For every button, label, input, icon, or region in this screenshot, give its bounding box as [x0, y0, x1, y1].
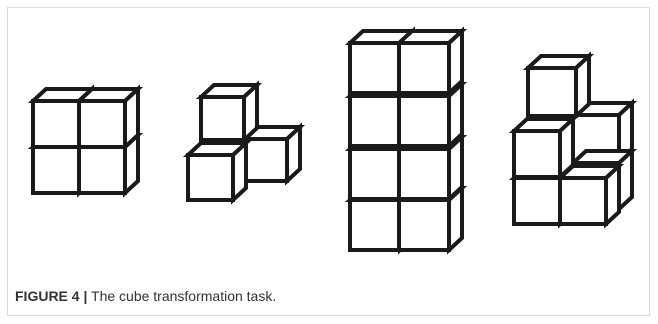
- cube-front-face: [31, 99, 81, 149]
- cube-figure-stepped-stack: [508, 51, 638, 229]
- cube-figure-tall-tower: [344, 26, 468, 255]
- figure-caption: FIGURE 4 | The cube transformation task.: [15, 288, 276, 304]
- cube-front-face: [397, 198, 451, 252]
- cube-figure-l-shape: [182, 80, 306, 205]
- cube-front-face: [348, 147, 402, 201]
- cube-front-face: [243, 137, 289, 183]
- cube-front-face: [31, 145, 81, 195]
- cube-front-face: [348, 198, 402, 252]
- cube-front-face: [77, 99, 127, 149]
- cube-front-face: [77, 145, 127, 195]
- cube-figure-2x2-block: [27, 84, 144, 198]
- figure-label: FIGURE 4 |: [15, 288, 88, 304]
- cube-front-face: [558, 176, 608, 226]
- cube-front-face: [199, 95, 246, 142]
- cube-front-face: [397, 41, 451, 95]
- cube-front-face: [397, 94, 451, 148]
- cube-front-face: [348, 94, 402, 148]
- cube-front-face: [186, 153, 235, 202]
- cube-front-face: [512, 176, 562, 226]
- figure-caption-text: The cube transformation task.: [91, 288, 277, 304]
- cube-front-face: [397, 147, 451, 201]
- cube-front-face: [526, 66, 578, 118]
- cube-front-face: [348, 41, 402, 95]
- cube-front-face: [512, 129, 562, 179]
